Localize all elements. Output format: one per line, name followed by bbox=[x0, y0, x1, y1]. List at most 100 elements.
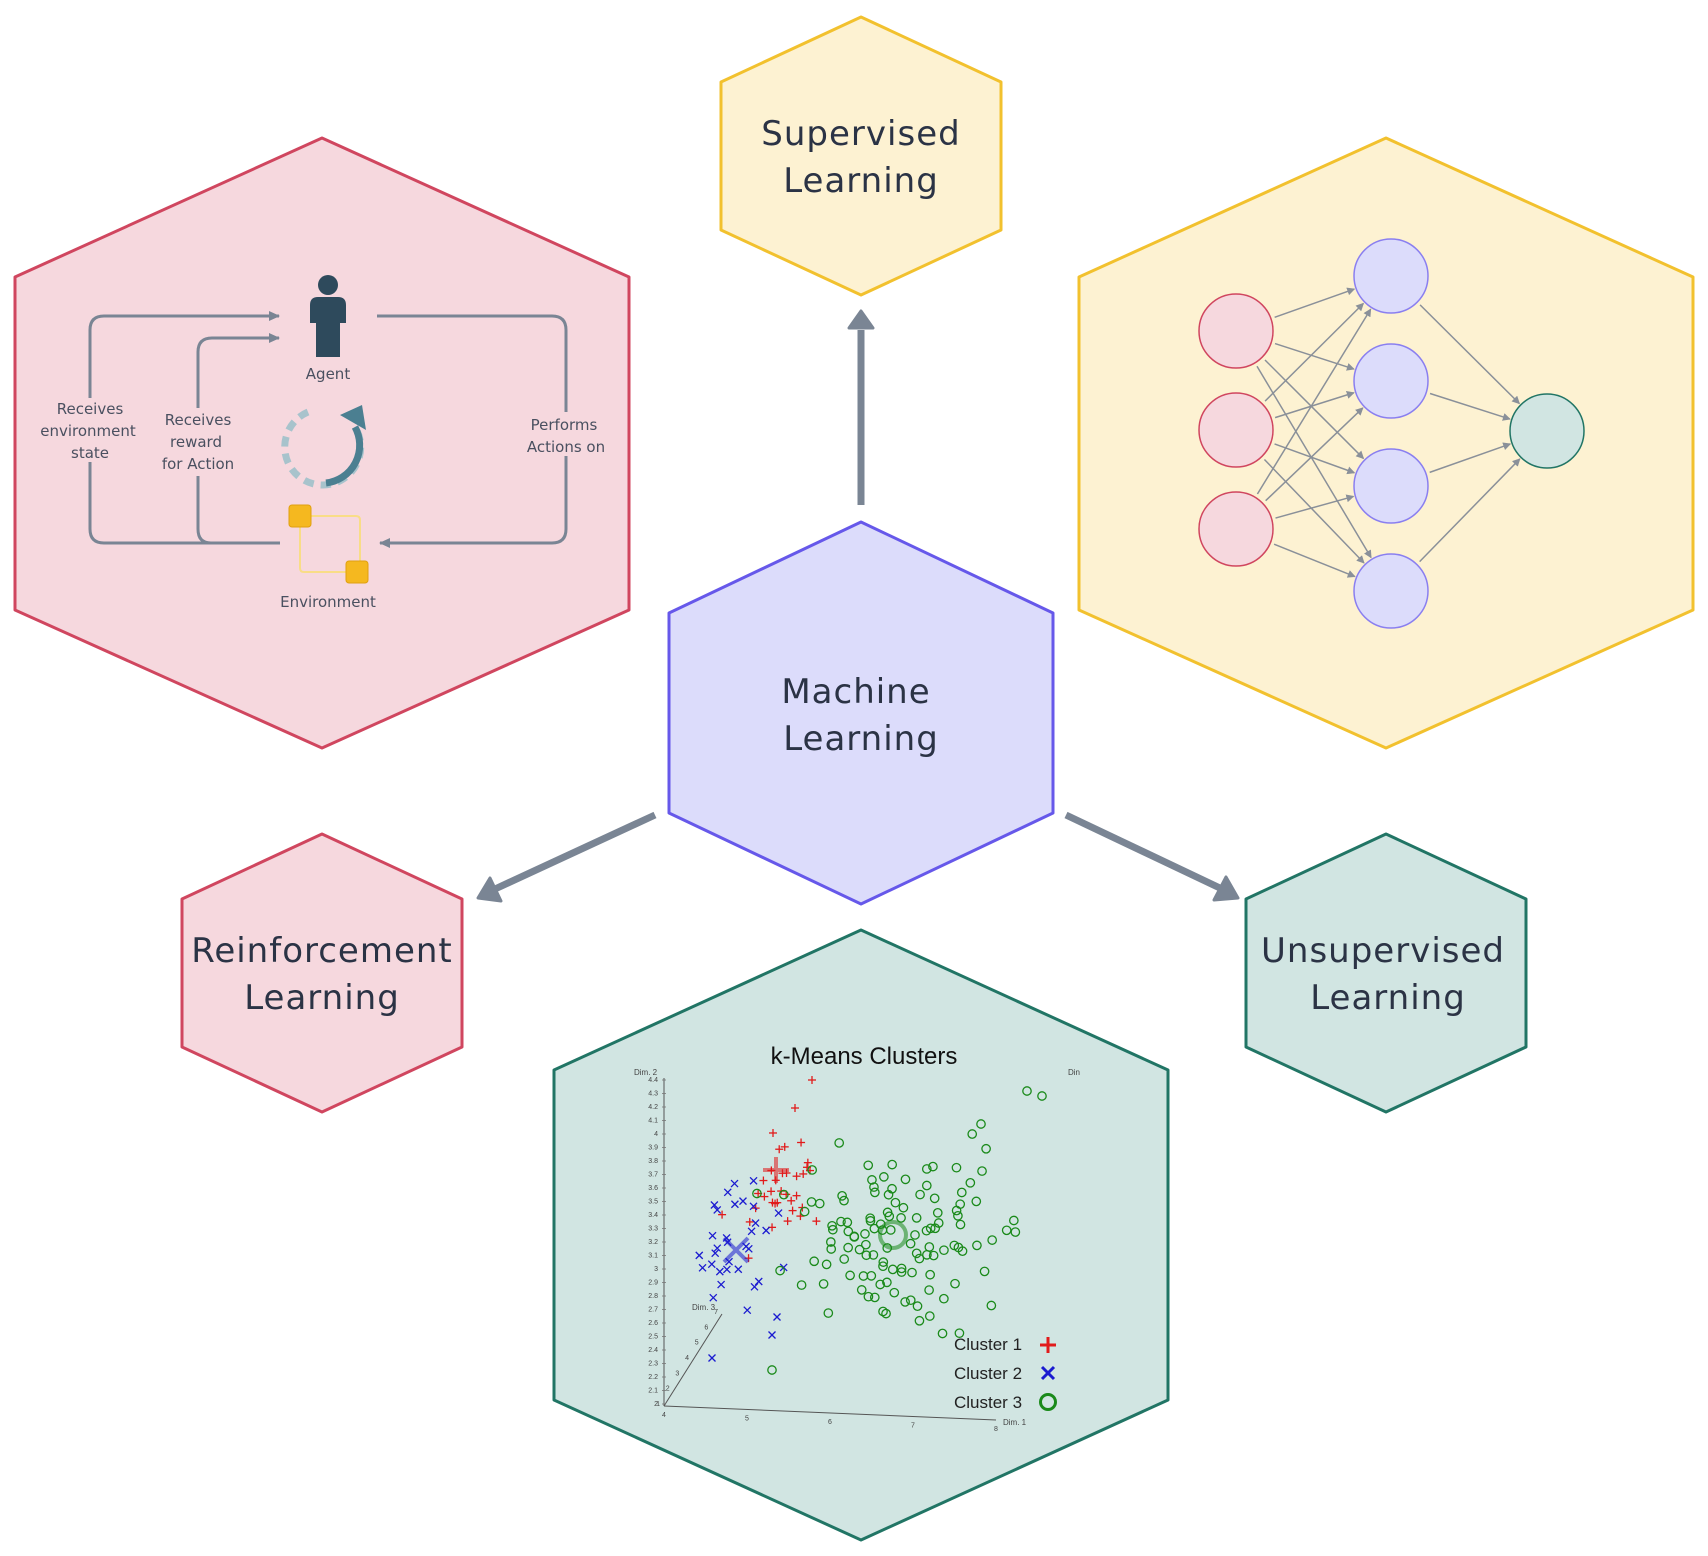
center-title-line2: Learning bbox=[783, 719, 939, 759]
cluster-1-point bbox=[745, 1217, 754, 1226]
cluster-3-point bbox=[965, 1177, 976, 1188]
cluster-3-point bbox=[896, 1267, 907, 1277]
rl-receives-reward-line2: reward bbox=[170, 433, 222, 451]
cluster-3-point bbox=[863, 1291, 874, 1302]
cluster-3-point bbox=[889, 1287, 900, 1298]
cluster-3-point bbox=[976, 1119, 986, 1129]
cluster-3-point bbox=[922, 1249, 932, 1260]
supervised-hexagon bbox=[719, 15, 1003, 297]
nn-connection bbox=[1264, 359, 1365, 460]
cluster-2-point bbox=[695, 1251, 704, 1260]
cluster-1-point bbox=[791, 1104, 799, 1112]
cluster-2-point bbox=[698, 1263, 707, 1272]
cluster-1-point bbox=[797, 1138, 806, 1147]
nn-connection bbox=[1419, 304, 1521, 405]
cluster-3-point bbox=[1037, 1091, 1047, 1101]
cluster-3-point bbox=[928, 1161, 938, 1172]
cluster-3-point bbox=[905, 1295, 916, 1306]
neural-network bbox=[1198, 238, 1585, 629]
nn-connection bbox=[1263, 459, 1365, 564]
cluster-2-point bbox=[773, 1313, 781, 1321]
cluster-1-point bbox=[792, 1191, 801, 1200]
rl-receives-state-line2: environment bbox=[40, 422, 136, 440]
cluster-1-point bbox=[803, 1158, 812, 1167]
cluster-3-point bbox=[867, 1175, 877, 1185]
cluster-3-point bbox=[939, 1245, 949, 1256]
nn-connection bbox=[1274, 391, 1355, 419]
cluster-3-point bbox=[986, 1300, 997, 1311]
nn-hidden-node bbox=[1353, 343, 1429, 419]
kmeans-z-tick: 6 bbox=[704, 1324, 708, 1331]
cluster-2-point bbox=[722, 1265, 731, 1274]
cluster-3-point bbox=[809, 1256, 820, 1267]
cluster-1-point bbox=[808, 1076, 816, 1084]
nn-input-node bbox=[1198, 491, 1274, 567]
cluster-3-point bbox=[905, 1238, 916, 1249]
cluster-3-point bbox=[925, 1269, 936, 1280]
rl-environment-label: Environment bbox=[280, 593, 376, 611]
cluster-1-point bbox=[771, 1199, 780, 1208]
cluster-1-point bbox=[787, 1196, 796, 1205]
kmeans-y-tick: 2.9 bbox=[648, 1280, 658, 1287]
nn-hidden-node bbox=[1353, 448, 1429, 524]
cluster-2-point bbox=[713, 1205, 722, 1214]
arrow-to-supervised bbox=[847, 309, 875, 505]
cluster-3-point bbox=[826, 1244, 837, 1254]
cluster-1-point bbox=[780, 1142, 789, 1151]
rl-performs-actions-line2: Actions on bbox=[527, 438, 605, 456]
cluster-3-point bbox=[868, 1250, 879, 1260]
kmeans-y-tick: 2.8 bbox=[648, 1293, 658, 1300]
cluster-3-point bbox=[921, 1180, 932, 1191]
cluster-3-point bbox=[972, 1240, 982, 1251]
cluster-3-point bbox=[843, 1242, 853, 1253]
cluster-1-point bbox=[760, 1192, 769, 1201]
unsupervised-title-line1: Unsupervised bbox=[1261, 931, 1505, 971]
kmeans-x-tick: 5 bbox=[745, 1416, 749, 1423]
cluster-2-point bbox=[734, 1265, 743, 1274]
kmeans-z-tick: 2 bbox=[666, 1386, 670, 1393]
cluster-3-point bbox=[967, 1129, 978, 1139]
cluster-2-point bbox=[708, 1354, 716, 1362]
reinforcement-title-line2: Learning bbox=[244, 978, 400, 1018]
rl-receives-state-line1: Receives bbox=[57, 400, 124, 418]
cluster-3-point bbox=[767, 1365, 777, 1375]
nn-connection bbox=[1274, 443, 1356, 475]
kmeans-z-tick: 7 bbox=[714, 1309, 718, 1316]
legend-cluster-3-label: Cluster 3 bbox=[954, 1393, 1022, 1412]
cluster-3-point bbox=[987, 1235, 998, 1245]
cluster-3-point bbox=[845, 1270, 855, 1281]
cluster-2-point bbox=[730, 1200, 739, 1209]
cluster-2-centroid bbox=[722, 1236, 750, 1264]
cluster-3-point bbox=[887, 1159, 898, 1170]
cluster-2-point bbox=[730, 1179, 739, 1188]
nn-connection bbox=[1429, 392, 1511, 421]
cluster-3-point bbox=[827, 1220, 837, 1231]
nn-connection bbox=[1256, 365, 1372, 559]
nn-input-node bbox=[1198, 293, 1274, 369]
cluster-3-point bbox=[911, 1248, 922, 1259]
kmeans-y-tick: 2.2 bbox=[648, 1374, 658, 1381]
cluster-2-point bbox=[743, 1306, 752, 1315]
cluster-2-point bbox=[774, 1209, 783, 1218]
cluster-3-point bbox=[971, 1196, 982, 1207]
cluster-3-point bbox=[912, 1301, 923, 1311]
kmeans-ticks: 22.12.22.32.42.52.62.72.82.933.13.23.33.… bbox=[648, 1077, 998, 1433]
nn-connection bbox=[1419, 458, 1521, 563]
kmeans-points bbox=[695, 1076, 1047, 1375]
kmeans-y-tick: 2.3 bbox=[648, 1361, 658, 1368]
cluster-2-point bbox=[711, 1249, 720, 1258]
kmeans-legend: Cluster 1 Cluster 2 Cluster 3 bbox=[954, 1335, 1057, 1412]
reinforcement-hexagon bbox=[180, 832, 464, 1114]
cluster-3-point bbox=[821, 1259, 832, 1270]
cluster-2-point bbox=[751, 1219, 760, 1228]
cluster-2-point bbox=[708, 1231, 717, 1240]
cluster-3-point bbox=[951, 1205, 962, 1216]
cluster-3-point bbox=[900, 1297, 910, 1307]
nn-hidden-node bbox=[1353, 238, 1429, 314]
cluster-3-point bbox=[981, 1143, 991, 1154]
nn-connection bbox=[1273, 543, 1356, 578]
kmeans-y-tick: 3.8 bbox=[648, 1158, 658, 1165]
cluster-1-point bbox=[769, 1128, 778, 1137]
kmeans-title: k-Means Clusters bbox=[771, 1043, 958, 1070]
cluster-3-point bbox=[775, 1265, 785, 1276]
